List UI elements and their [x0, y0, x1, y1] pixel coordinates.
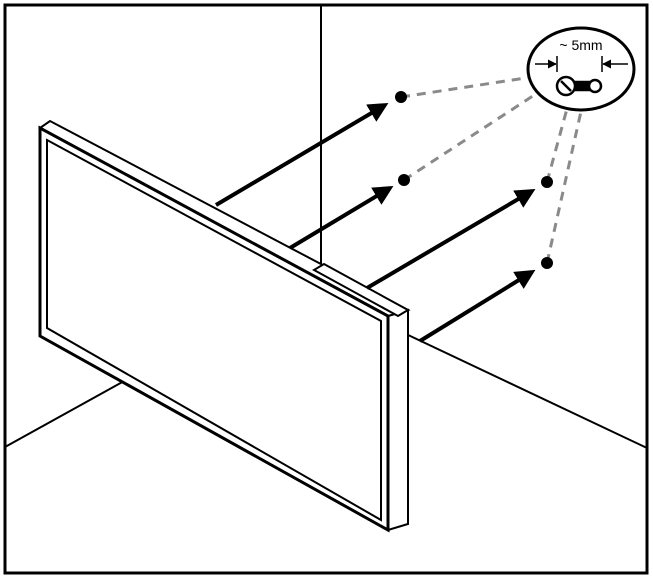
- arrows: [214, 102, 536, 343]
- callout-bubble: [526, 26, 636, 112]
- mount-point-icon: [395, 91, 407, 103]
- guide-line-4: [545, 106, 584, 264]
- tv-bezel: [46, 138, 382, 522]
- floor-wall-line-right: [405, 333, 648, 449]
- guide-line-2: [403, 88, 543, 182]
- arrow-icon: [288, 185, 394, 250]
- wall-plate: [311, 262, 411, 318]
- callout-label: ~ 5mm: [559, 37, 602, 53]
- screw-callout: ~ 5mm: [526, 26, 636, 112]
- mount-point-icon: [398, 174, 410, 186]
- tv-front-face: [38, 125, 390, 533]
- room-corner: [4, 5, 648, 449]
- guide-line-3: [545, 104, 570, 183]
- floor-wall-line-left: [4, 379, 127, 448]
- guide-line-1: [400, 75, 533, 99]
- screw-slot: [560, 80, 572, 92]
- arrow-icon: [418, 269, 536, 343]
- tv-side-edge: [387, 308, 409, 532]
- arrow-icon: [214, 102, 389, 207]
- mount-point-icon: [541, 176, 553, 188]
- screw-icon: [555, 75, 603, 97]
- arrow-icon: [365, 188, 536, 290]
- dashed-guides: [400, 75, 584, 264]
- mount-points: [395, 91, 553, 269]
- screw-washer: [587, 78, 603, 94]
- mount-point-icon: [541, 257, 553, 269]
- tv-panel-icon: [38, 119, 411, 533]
